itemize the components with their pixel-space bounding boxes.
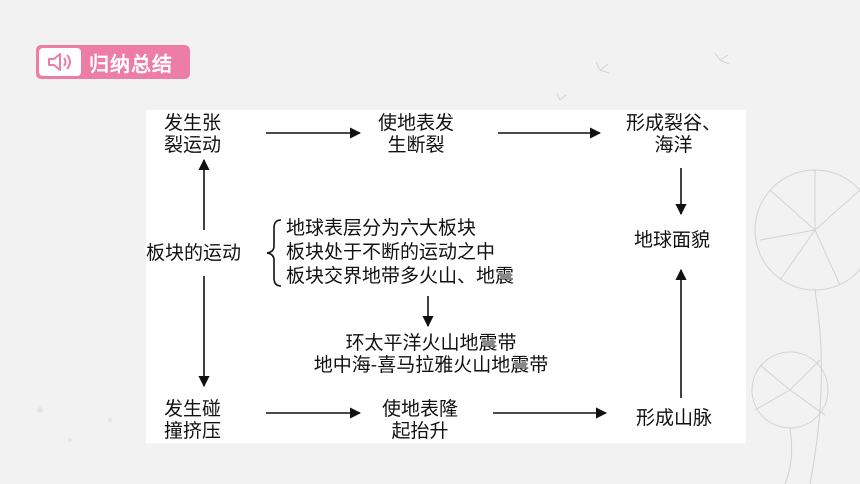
node-rift-ocean: 形成裂谷、 海洋	[626, 112, 722, 156]
section-title: 归纳总结	[89, 51, 173, 76]
plate-facts: 地球表层分为六大板块 板块处于不断的运动之中 板块交界地带多火山、地震	[286, 217, 515, 287]
speaker-icon	[39, 48, 81, 76]
node-tension-motion: 发生张 裂运动	[164, 112, 222, 156]
diagram-connectors	[198, 127, 687, 419]
volcanic-seismic-belts: 环太平洋火山地震带 地中海-喜马拉雅火山地震带	[313, 332, 549, 376]
plate-motion-diagram: 发生张 裂运动 使地表发 生断裂 形成裂谷、 海洋 板块的运动 地球表层分为六大…	[146, 110, 746, 443]
node-mountains: 形成山脉	[636, 407, 713, 429]
node-landforms: 地球面貌	[634, 229, 711, 251]
node-fault-surface: 使地表发 生断裂	[378, 112, 455, 156]
node-uplift: 使地表隆 起抬升	[382, 398, 459, 442]
node-plate-motion: 板块的运动	[146, 242, 242, 264]
brace	[266, 219, 282, 287]
node-collision: 发生碰 撞挤压	[164, 398, 222, 442]
section-badge: 归纳总结	[36, 45, 190, 79]
